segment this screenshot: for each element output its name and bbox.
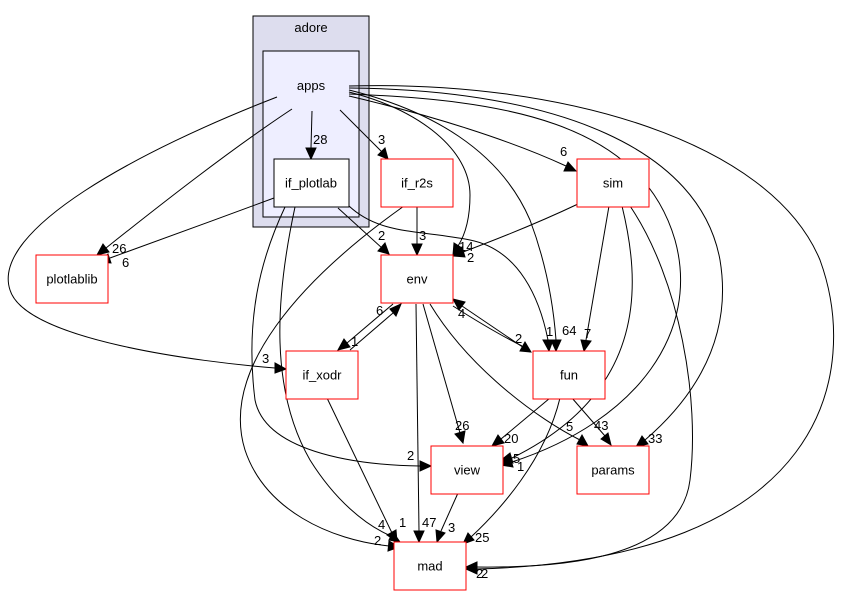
node-if_r2s[interactable]: if_r2s <box>380 158 454 208</box>
edge-label: 2 <box>481 566 488 581</box>
edge-label: 6 <box>122 255 129 270</box>
edge-label: 28 <box>313 132 327 147</box>
node-label: fun <box>560 368 578 383</box>
edge-label: 2 <box>407 448 414 463</box>
edge-sim-mad[interactable]: 2 <box>464 205 693 581</box>
edge-label: 2 <box>374 533 381 548</box>
node-label: view <box>454 463 481 478</box>
edge-label: 1 <box>399 515 406 530</box>
node-label: env <box>407 272 428 287</box>
nodes: if_plotlab if_r2s sim plotlablib env if_… <box>35 158 650 591</box>
node-params[interactable]: params <box>576 445 650 495</box>
edge-label: 7 <box>584 326 591 341</box>
edge-env-mad[interactable]: 47 <box>413 303 436 544</box>
edge-label: 6 <box>560 144 567 159</box>
node-box <box>532 350 606 400</box>
edge-label: 1 <box>517 459 524 474</box>
edge-label: 2 <box>476 566 483 581</box>
edge-label: 2 <box>467 250 474 265</box>
edges: 28 3 6 26 6 14 <box>7 85 835 581</box>
cluster-apps-label: apps <box>297 78 326 93</box>
edge-env-view[interactable]: 26 <box>422 303 469 445</box>
edge-apps-if_r2s[interactable]: 3 <box>339 109 389 160</box>
edge-if_plotlab-fun[interactable]: 1 <box>348 205 554 353</box>
edge-env-params[interactable]: 5 <box>429 303 589 447</box>
edge-if_plotlab-env[interactable]: 2 <box>337 207 390 255</box>
edge-label: 4 <box>378 517 385 532</box>
edge-apps-fun[interactable]: 64 <box>348 89 576 353</box>
edge-label: 3 <box>262 351 269 366</box>
edge-apps-plotlablib[interactable]: 26 <box>96 108 293 256</box>
node-mad[interactable]: mad <box>393 541 467 591</box>
edge-env-if_xodr[interactable]: 1 <box>337 303 394 351</box>
edge-label: 5 <box>566 419 573 434</box>
edge-label: 5 <box>513 451 520 466</box>
edge-label: 3 <box>378 132 385 147</box>
node-plotlablib[interactable]: plotlablib <box>35 254 109 304</box>
node-sim[interactable]: sim <box>576 158 650 208</box>
edge-label: 2 <box>515 331 522 346</box>
node-label: mad <box>417 559 442 574</box>
node-view[interactable]: view <box>430 445 504 495</box>
edge-if_xodr-env[interactable]: 6 <box>349 303 402 351</box>
edge-sim-env[interactable]: 2 <box>451 203 579 265</box>
edge-apps-if_plotlab[interactable]: 28 <box>305 110 327 161</box>
edge-label: 26 <box>455 418 469 433</box>
node-box <box>576 445 650 495</box>
edge-label: 3 <box>448 520 455 535</box>
edge-label: 43 <box>594 418 608 433</box>
node-box <box>380 158 454 208</box>
node-box <box>273 158 350 208</box>
node-label: if_plotlab <box>285 176 337 191</box>
edge-fun-params[interactable]: 43 <box>571 397 612 447</box>
node-box <box>35 254 109 304</box>
edge-label: 4 <box>458 306 465 321</box>
edge-label: 1 <box>351 334 358 349</box>
edge-label: 26 <box>112 241 126 256</box>
edge-label: 25 <box>475 530 489 545</box>
cluster-adore-label: adore <box>294 20 327 35</box>
edge-apps-sim[interactable]: 6 <box>348 95 578 172</box>
node-label: if_r2s <box>401 176 433 191</box>
edge-sim-fun[interactable]: 7 <box>580 205 610 353</box>
edge-view-mad[interactable]: 3 <box>435 492 459 544</box>
edge-label: 1 <box>546 324 553 339</box>
edge-if_plotlab-view[interactable]: 2 <box>251 206 433 472</box>
edge-apps-params[interactable]: 33 <box>348 87 723 448</box>
node-box <box>380 254 454 304</box>
edge-label: 47 <box>422 515 436 530</box>
edge-env-fun[interactable]: 2 <box>452 305 532 353</box>
node-env[interactable]: env <box>380 254 454 304</box>
edge-label: 33 <box>648 431 662 446</box>
node-if_plotlab[interactable]: if_plotlab <box>273 158 350 208</box>
edge-label: 2 <box>378 228 385 243</box>
edge-label: 3 <box>419 228 426 243</box>
edge-if_xodr-mad[interactable]: 1 <box>326 397 406 544</box>
node-label: if_xodr <box>302 368 342 383</box>
edge-if_r2s-env[interactable]: 3 <box>411 206 426 257</box>
node-box <box>576 158 650 208</box>
edge-fun-view[interactable]: 20 <box>491 397 551 447</box>
edge-fun-mad[interactable]: 25 <box>462 397 561 545</box>
node-box <box>430 445 504 495</box>
edge-apps-if_xodr[interactable]: 3 <box>7 96 288 374</box>
node-fun[interactable]: fun <box>532 350 606 400</box>
node-label: params <box>591 463 635 478</box>
edge-label: 64 <box>562 323 576 338</box>
edge-apps-view[interactable]: 1 <box>348 93 682 474</box>
edge-if_plotlab-mad[interactable]: 4 <box>279 206 402 543</box>
node-label: sim <box>603 176 623 191</box>
node-box <box>285 350 359 400</box>
edge-label: 6 <box>376 303 383 318</box>
node-box <box>393 541 467 591</box>
edge-label: 20 <box>504 431 518 446</box>
node-if_xodr[interactable]: if_xodr <box>285 350 359 400</box>
node-label: plotlablib <box>46 272 97 287</box>
